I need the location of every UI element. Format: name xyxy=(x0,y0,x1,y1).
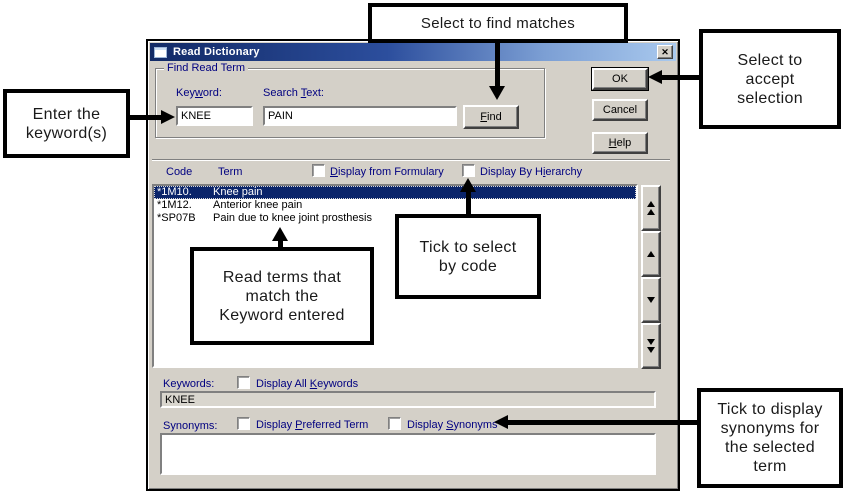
callout-display-synonyms: Tick to display synonyms for the selecte… xyxy=(697,388,843,488)
list-item[interactable]: *1M12. Anterior knee pain xyxy=(157,199,303,211)
callout-find-matches: Select to find matches xyxy=(368,3,628,43)
scroll-down-button[interactable] xyxy=(641,277,661,323)
arrowhead-up-icon xyxy=(460,178,476,192)
find-read-term-group: Find Read Term Keyword: Search Text: Fin… xyxy=(155,62,545,138)
window-title: Read Dictionary xyxy=(173,46,260,58)
list-item[interactable]: *SP07B Pain due to knee joint prosthesis xyxy=(157,212,372,224)
display-from-formulary-label: Display from Formulary xyxy=(330,166,444,178)
scroll-to-bottom-button[interactable] xyxy=(641,323,661,369)
scroll-to-top-button[interactable] xyxy=(641,185,661,231)
arrow-to-keyword-input xyxy=(127,115,163,120)
callout-read-terms: Read terms that match the Keyword entere… xyxy=(190,247,374,345)
callout-select-by-code: Tick to select by code xyxy=(395,214,541,299)
display-preferred-term-checkbox[interactable] xyxy=(237,417,250,430)
keyword-input[interactable] xyxy=(176,106,253,126)
display-all-keywords-label: Display All Keywords xyxy=(256,378,359,390)
cancel-button[interactable]: Cancel xyxy=(592,99,648,121)
arrow-to-ok-button xyxy=(660,75,700,80)
keyword-label: Keyword: xyxy=(176,87,222,99)
arrowhead-right-icon xyxy=(161,110,175,124)
keywords-label: Keywords: xyxy=(163,378,215,390)
help-button[interactable]: Help xyxy=(592,132,648,154)
display-all-keywords-checkbox[interactable] xyxy=(237,376,250,389)
display-by-hierarchy-checkbox[interactable] xyxy=(462,164,475,177)
find-button[interactable]: Find xyxy=(463,105,519,129)
arrowhead-up-icon xyxy=(272,227,288,241)
term-column-header: Term xyxy=(218,166,243,178)
display-from-formulary-checkbox[interactable] xyxy=(312,164,325,177)
display-synonyms-checkbox[interactable] xyxy=(388,417,401,430)
callout-accept-selection: Select to accept selection xyxy=(699,29,841,129)
scroll-up-button[interactable] xyxy=(641,231,661,277)
code-column-header: Code xyxy=(166,166,193,178)
callout-enter-keyword: Enter the keyword(s) xyxy=(3,89,130,158)
keywords-field[interactable] xyxy=(160,391,656,408)
down-arrow-icon xyxy=(647,297,655,303)
window-icon xyxy=(154,46,167,58)
arrowhead-left-icon xyxy=(494,415,508,429)
ok-button[interactable]: OK xyxy=(591,67,649,91)
search-text-input[interactable] xyxy=(263,106,457,126)
arrow-to-hierarchy-checkbox xyxy=(466,190,471,217)
group-title: Find Read Term xyxy=(164,62,249,74)
display-synonyms-label: Display Synonyms xyxy=(407,419,498,431)
arrow-to-results-list xyxy=(278,239,283,249)
display-preferred-term-label: Display Preferred Term xyxy=(256,419,369,431)
header-separator xyxy=(152,159,670,161)
arrowhead-down-icon xyxy=(489,86,505,100)
arrow-to-synonyms-checkbox xyxy=(507,420,699,425)
synonyms-field[interactable] xyxy=(160,433,656,475)
search-text-label: Search Text: xyxy=(263,87,324,99)
close-icon[interactable]: ✕ xyxy=(657,45,673,59)
list-item[interactable]: *1M10. Knee pain xyxy=(154,186,636,199)
list-scrollbar xyxy=(641,185,661,369)
double-down-arrow-icon xyxy=(647,339,655,345)
arrowhead-left-icon xyxy=(648,70,662,84)
display-by-hierarchy-label: Display By Hierarchy xyxy=(480,166,583,178)
up-arrow-icon xyxy=(647,251,655,257)
title-bar[interactable]: Read Dictionary ✕ xyxy=(150,43,676,61)
arrow-to-find-button xyxy=(495,40,500,88)
double-up-arrow-icon xyxy=(647,201,655,207)
synonyms-label: Synonyms: xyxy=(163,420,218,432)
